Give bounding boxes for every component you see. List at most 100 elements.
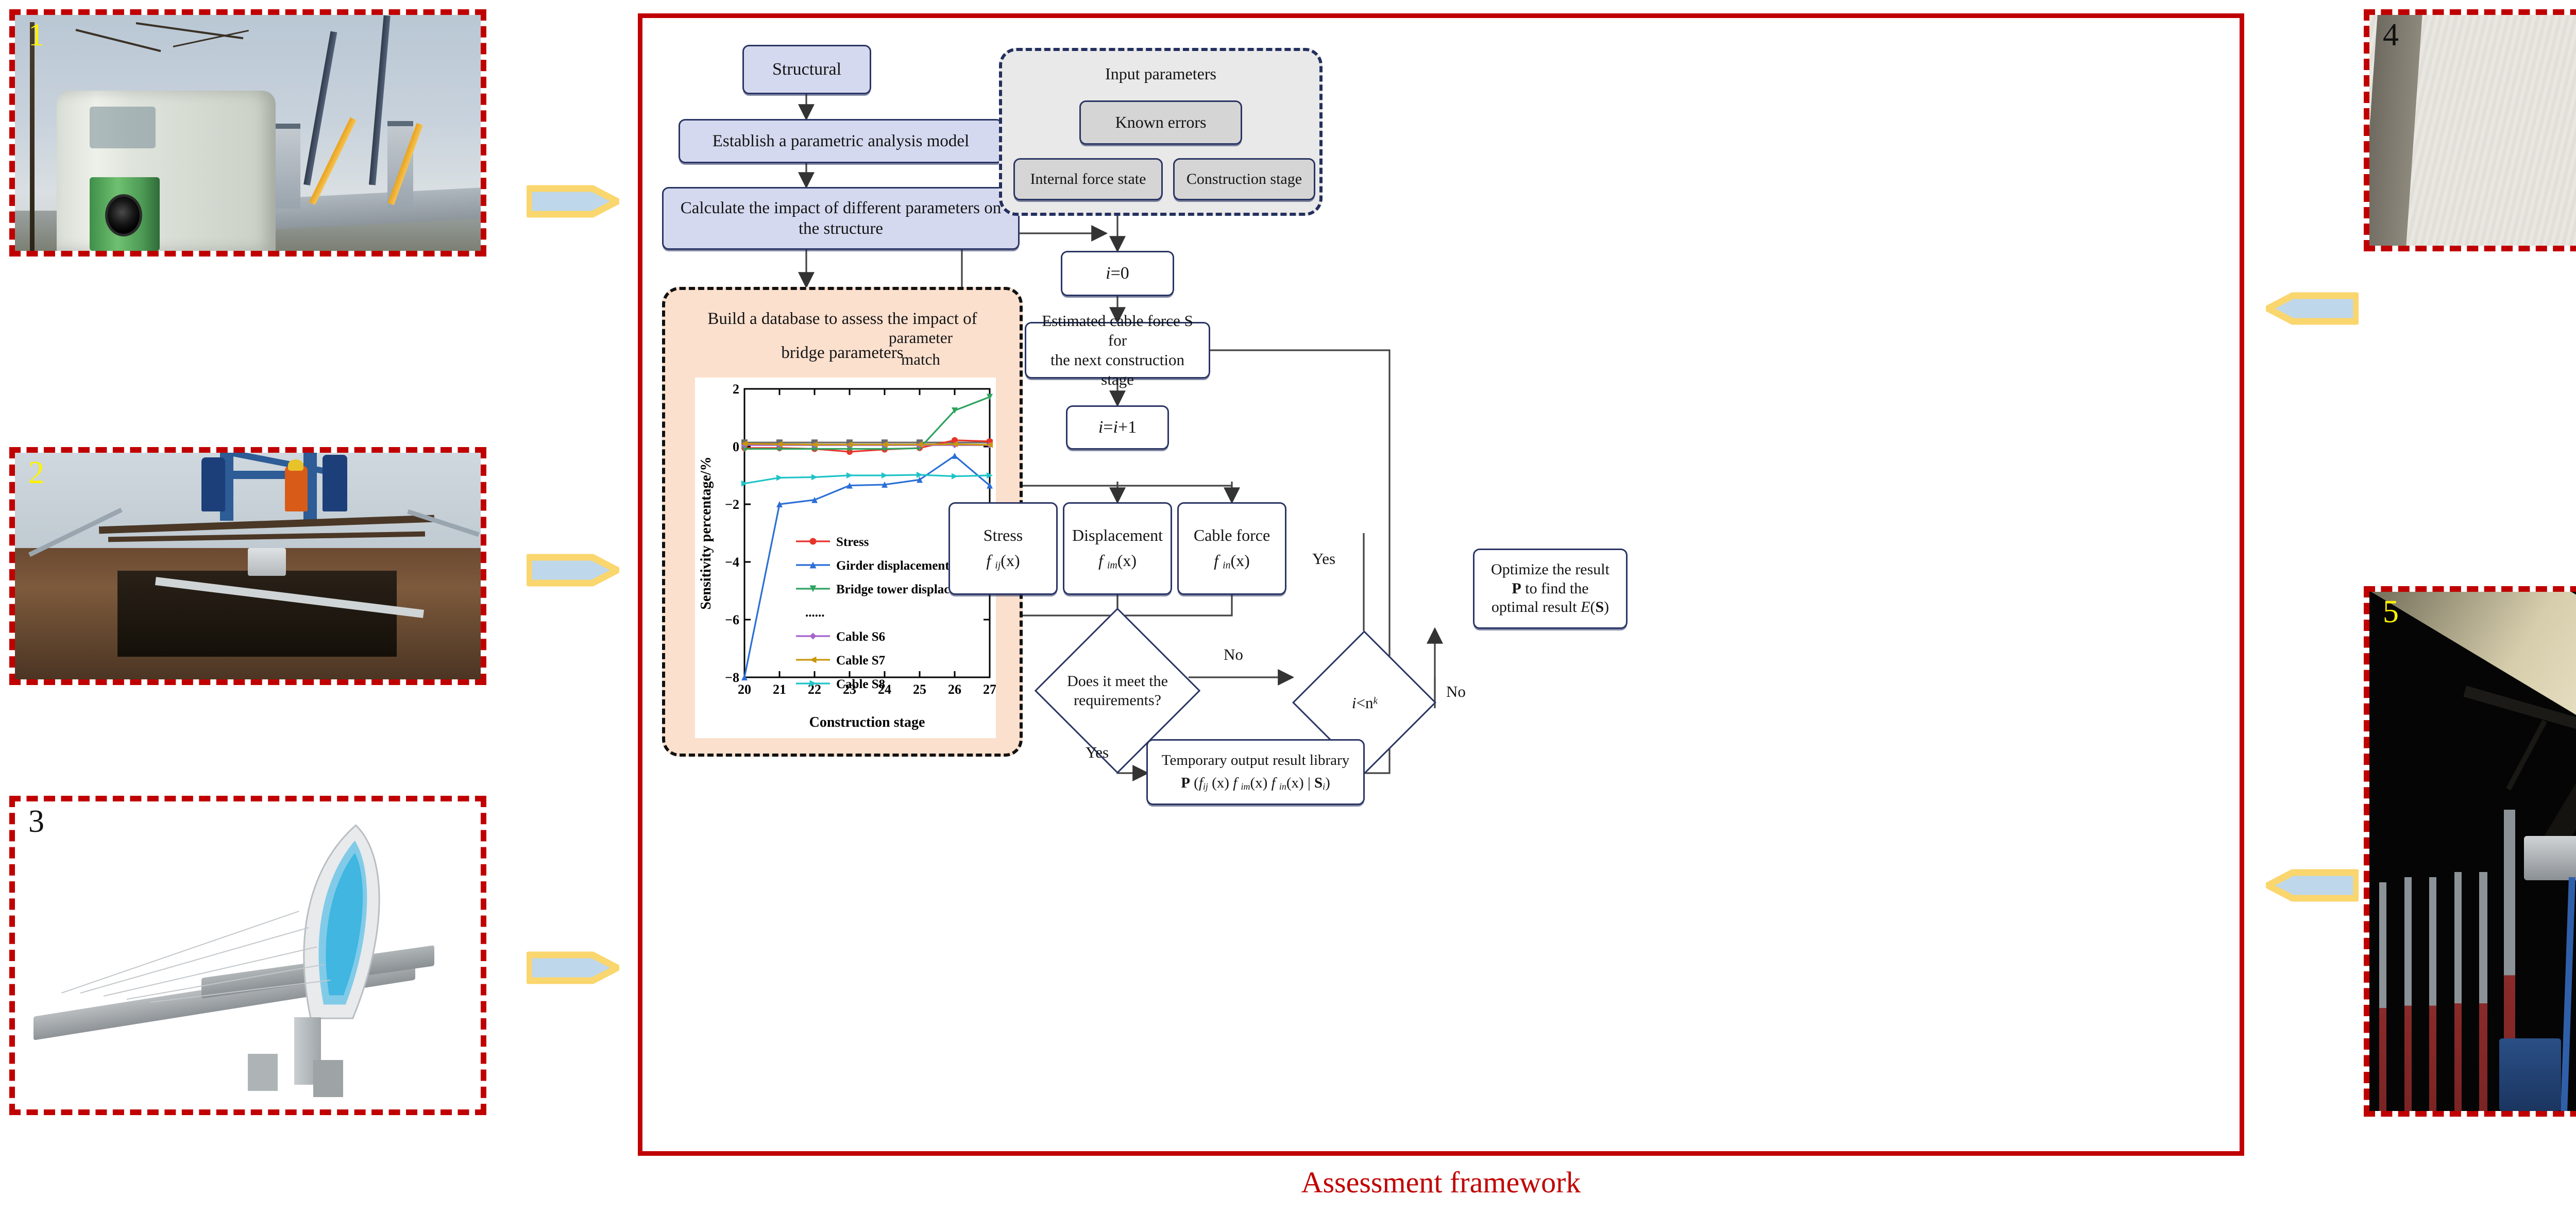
stress-title-label: Stress bbox=[983, 526, 1023, 545]
svg-text:25: 25 bbox=[913, 682, 926, 697]
rebar-2 bbox=[2404, 877, 2412, 1111]
decision-iterations[interactable]: i<nk bbox=[1292, 630, 1437, 775]
flow-box-construction-stage[interactable]: Construction stage bbox=[1173, 158, 1315, 200]
temp-output-line2-label: P (fij (x) f im(x) f in(x) | Si) bbox=[1181, 774, 1330, 792]
displacement-function-label: f im(x) bbox=[1098, 551, 1137, 571]
pier-foot-2 bbox=[313, 1060, 343, 1098]
pier-foot-1 bbox=[248, 1054, 278, 1091]
input-parameters-title: Input parameters bbox=[1105, 64, 1216, 83]
photo-4-image bbox=[2369, 15, 2576, 246]
cable-force-title-label: Cable force bbox=[1193, 526, 1270, 545]
helmet-yellow bbox=[287, 459, 303, 471]
i-increment-label: i=i+1 bbox=[1098, 418, 1137, 437]
worker-orange bbox=[285, 466, 308, 512]
accelerometer-sensor bbox=[2524, 835, 2576, 880]
rebar-6 bbox=[2504, 810, 2516, 1111]
flow-box-optimize-result[interactable]: Optimize the result P to find the optima… bbox=[1473, 549, 1628, 629]
panel-number-5: 5 bbox=[2383, 594, 2399, 629]
flow-box-estimated-cable-force[interactable]: Estimated cable force S for the next con… bbox=[1025, 312, 1210, 388]
worker-blue-1 bbox=[201, 457, 225, 512]
station-window bbox=[90, 106, 156, 148]
database-title-line1: Build a database to assess the impact of bbox=[707, 310, 977, 328]
calculate-impact-label: Calculate the impact of different parame… bbox=[680, 198, 1002, 238]
flow-box-displacement[interactable]: Displacement f im(x) bbox=[1063, 502, 1172, 595]
flow-box-i-increment[interactable]: i=i+1 bbox=[1066, 405, 1169, 450]
svg-text:Stress: Stress bbox=[836, 535, 869, 549]
panel-number-4: 4 bbox=[2383, 18, 2399, 53]
estimated-cable-force-label: Estimated cable force S for the next con… bbox=[1042, 312, 1193, 388]
arrow-panel3-to-frame bbox=[527, 948, 619, 988]
bridge-pylon-left bbox=[276, 123, 301, 209]
flow-box-structural[interactable]: Structural bbox=[742, 45, 871, 94]
panel-number-1: 1 bbox=[28, 18, 44, 53]
establish-model-label: Establish a parametric analysis model bbox=[712, 131, 970, 150]
arrow-panel1-to-frame bbox=[527, 181, 619, 221]
input-parameters-group: Input parameters Known errors Internal f… bbox=[999, 48, 1323, 216]
decision-requirements[interactable]: Does it meet the requirements? bbox=[1034, 607, 1201, 774]
photo-panel-2: 2 bbox=[9, 447, 486, 685]
photo-3-image bbox=[15, 801, 481, 1109]
cable-force-function-label: f in(x) bbox=[1214, 551, 1250, 571]
edge-label-parameter-match: parameter match bbox=[889, 329, 953, 368]
station-lens bbox=[105, 194, 143, 236]
worker-blue-2 bbox=[322, 455, 347, 512]
internal-force-state-label: Internal force state bbox=[1030, 170, 1146, 187]
svg-text:−6: −6 bbox=[725, 612, 739, 627]
decision-iterations-label: i<nk bbox=[1351, 693, 1378, 712]
svg-text:Girder displacement: Girder displacement bbox=[836, 559, 950, 573]
photo-1-image bbox=[15, 15, 481, 251]
rebar-4 bbox=[2454, 872, 2462, 1111]
database-group: Build a database to assess the impact of… bbox=[662, 287, 1023, 757]
i-zero-label: i=0 bbox=[1106, 264, 1129, 283]
svg-text:24: 24 bbox=[878, 682, 891, 697]
svg-text:2: 2 bbox=[733, 382, 739, 397]
svg-text:Cable S8: Cable S8 bbox=[836, 677, 885, 691]
flow-box-known-errors[interactable]: Known errors bbox=[1079, 100, 1242, 145]
rebar-5 bbox=[2479, 872, 2487, 1111]
svg-text:0: 0 bbox=[733, 439, 739, 454]
total-station-body bbox=[57, 90, 276, 251]
photo-5-image bbox=[2369, 592, 2576, 1111]
svg-text:23: 23 bbox=[843, 682, 856, 697]
svg-text:Cable S7: Cable S7 bbox=[836, 654, 885, 668]
panel-number-2: 2 bbox=[28, 455, 44, 490]
svg-text:Sensitivity percentage/%: Sensitivity percentage/% bbox=[698, 456, 714, 609]
temp-output-line1-label: Temporary output result library bbox=[1161, 752, 1350, 769]
flow-box-i-zero[interactable]: i=0 bbox=[1061, 251, 1174, 296]
svg-text:26: 26 bbox=[948, 682, 961, 697]
flow-box-stress[interactable]: Stress f ij(x) bbox=[948, 502, 1058, 595]
arrow-panel2-to-frame bbox=[527, 550, 619, 590]
photo-panel-1: 1 bbox=[9, 9, 486, 257]
svg-text:Cable S6: Cable S6 bbox=[836, 630, 885, 644]
photo-panel-5: 5 bbox=[2364, 586, 2576, 1117]
edge-label-no-1: No bbox=[1224, 645, 1243, 663]
arrow-frame-to-panel4 bbox=[2266, 288, 2359, 329]
flow-box-internal-force-state[interactable]: Internal force state bbox=[1013, 158, 1163, 200]
page-caption: Assessment framework bbox=[1301, 1166, 1581, 1199]
structural-label: Structural bbox=[772, 60, 842, 79]
svg-text:20: 20 bbox=[738, 682, 751, 697]
svg-text:−2: −2 bbox=[725, 497, 739, 512]
svg-text:−4: −4 bbox=[725, 555, 739, 570]
edge-label-yes-2: Yes bbox=[1312, 550, 1336, 568]
photo-panel-3: 3 bbox=[9, 796, 486, 1115]
edge-label-yes-1: Yes bbox=[1086, 743, 1109, 761]
svg-text:−8: −8 bbox=[725, 670, 739, 685]
tree-trunk-1 bbox=[29, 22, 35, 251]
flow-box-temporary-output[interactable]: Temporary output result library P (fij (… bbox=[1146, 739, 1365, 805]
concrete-bucket bbox=[248, 548, 286, 576]
arrow-frame-to-panel5 bbox=[2266, 865, 2359, 905]
svg-text:......: ...... bbox=[805, 606, 825, 620]
database-title-line2: bridge parameters bbox=[781, 344, 904, 362]
photo-panel-4: 4 bbox=[2364, 9, 2576, 251]
assessment-framework-frame: Structural Establish a parametric analys… bbox=[638, 13, 2244, 1156]
panel-number-3: 3 bbox=[28, 804, 44, 839]
known-errors-label: Known errors bbox=[1115, 113, 1207, 132]
construction-stage-label: Construction stage bbox=[1186, 170, 1302, 187]
flow-box-calculate-impact[interactable]: Calculate the impact of different parame… bbox=[662, 187, 1020, 250]
flow-box-cable-force[interactable]: Cable force f in(x) bbox=[1177, 502, 1286, 595]
optimize-label: Optimize the result P to find the optima… bbox=[1491, 561, 1609, 616]
flow-box-establish-model[interactable]: Establish a parametric analysis model bbox=[679, 119, 1003, 163]
rebar-1 bbox=[2379, 882, 2387, 1111]
